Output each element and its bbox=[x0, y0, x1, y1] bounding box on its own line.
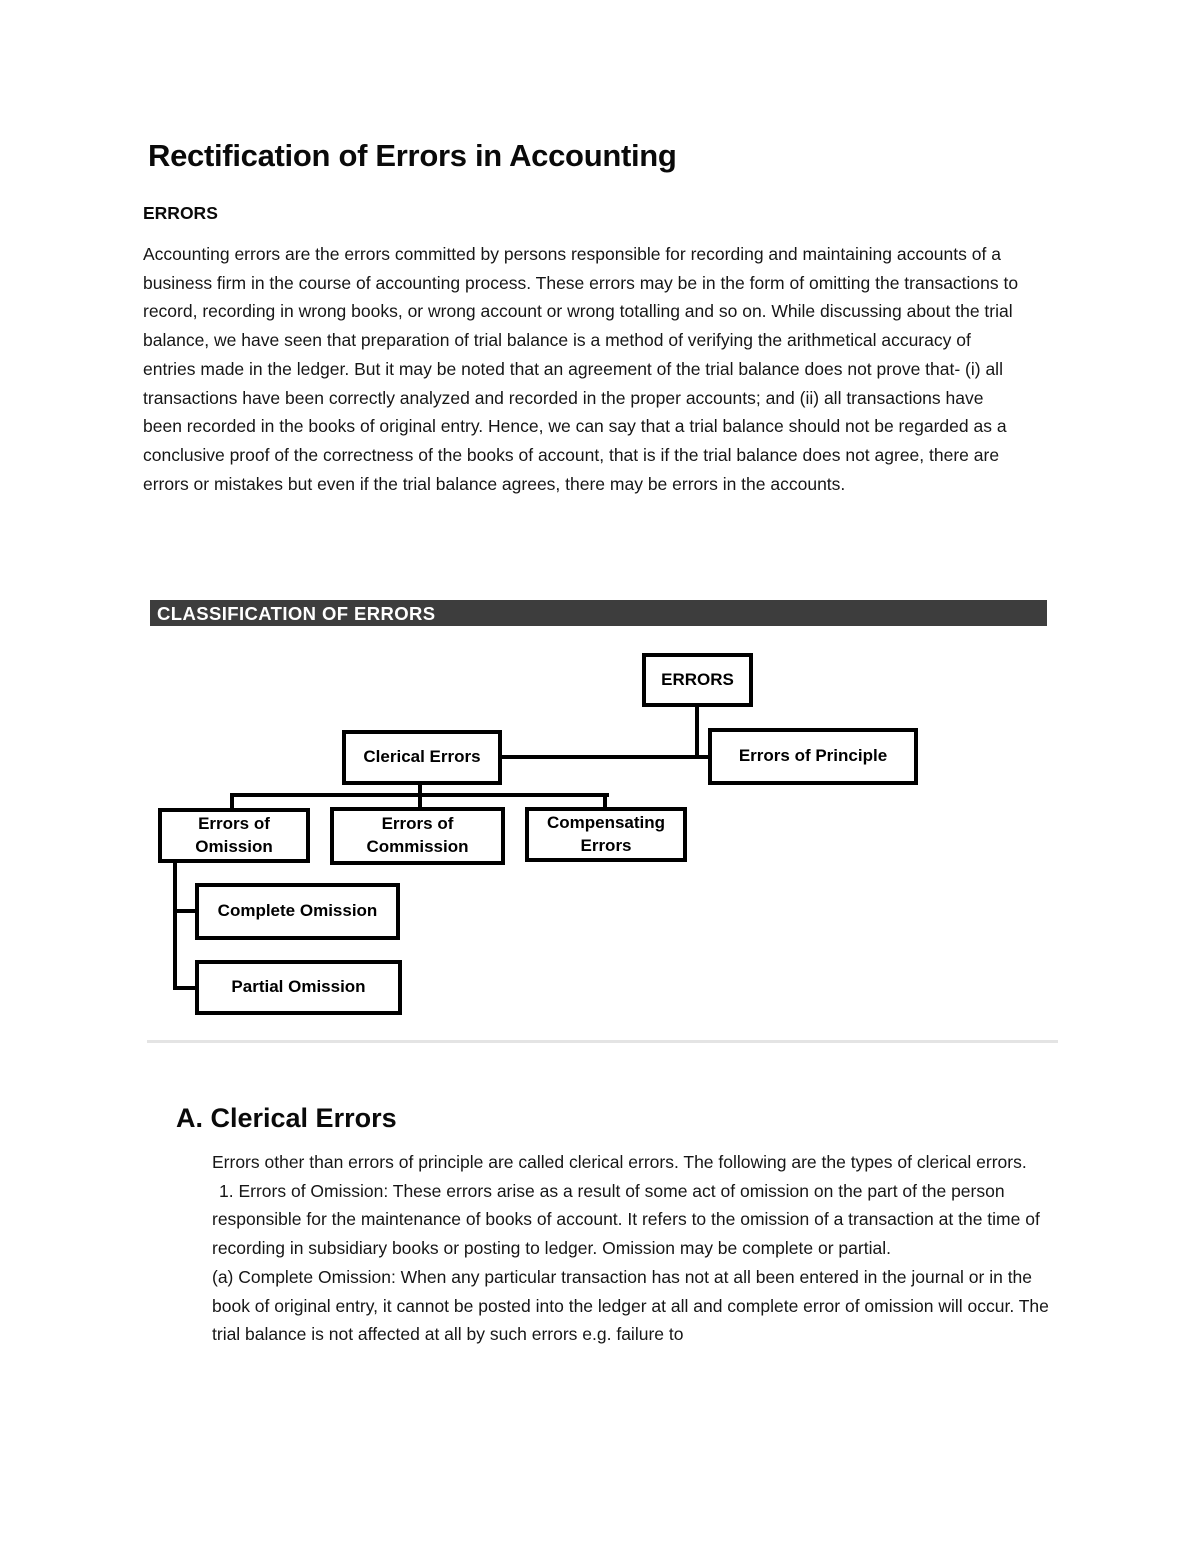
diagram-node-errors-of-omission: Errors of Omission bbox=[158, 808, 310, 863]
intro-paragraph: Accounting errors are the errors committ… bbox=[143, 244, 1019, 494]
diagram-node-partial-omission: Partial Omission bbox=[195, 960, 402, 1015]
connector-commission-stub bbox=[418, 795, 422, 808]
connector-omission-stub bbox=[230, 795, 234, 809]
section-a-item-1: 1. Errors of Omission: These errors aris… bbox=[212, 1180, 1040, 1259]
errors-heading: ERRORS bbox=[143, 203, 218, 223]
section-a-heading: A. Clerical Errors bbox=[176, 1103, 397, 1133]
section-divider bbox=[147, 1040, 1058, 1043]
page-title: Rectification of Errors in Accounting bbox=[148, 138, 677, 173]
section-a-item-1a: (a) Complete Omission: When any particul… bbox=[212, 1266, 1049, 1345]
section-a-body: Errors other than errors of principle ar… bbox=[212, 1148, 1052, 1349]
connector-omission-children-vertical bbox=[173, 863, 177, 990]
connector-clerical-down bbox=[418, 785, 422, 797]
connector-partial-stub bbox=[173, 986, 197, 990]
diagram-node-complete-omission: Complete Omission bbox=[195, 883, 400, 940]
diagram-node-errors: ERRORS bbox=[642, 653, 753, 707]
connector-errors-down bbox=[695, 707, 699, 759]
connector-clerical-principle bbox=[500, 755, 710, 759]
classification-banner: CLASSIFICATION OF ERRORS bbox=[150, 600, 1047, 626]
section-a-intro: Errors other than errors of principle ar… bbox=[212, 1152, 1027, 1172]
diagram-node-errors-of-commission: Errors of Commission bbox=[330, 807, 505, 865]
diagram-node-errors-of-principle: Errors of Principle bbox=[708, 728, 918, 785]
diagram-node-compensating-errors: Compensating Errors bbox=[525, 807, 687, 862]
connector-compensating-stub bbox=[603, 795, 607, 808]
diagram-node-clerical-errors: Clerical Errors bbox=[342, 730, 502, 785]
connector-complete-stub bbox=[173, 909, 197, 913]
